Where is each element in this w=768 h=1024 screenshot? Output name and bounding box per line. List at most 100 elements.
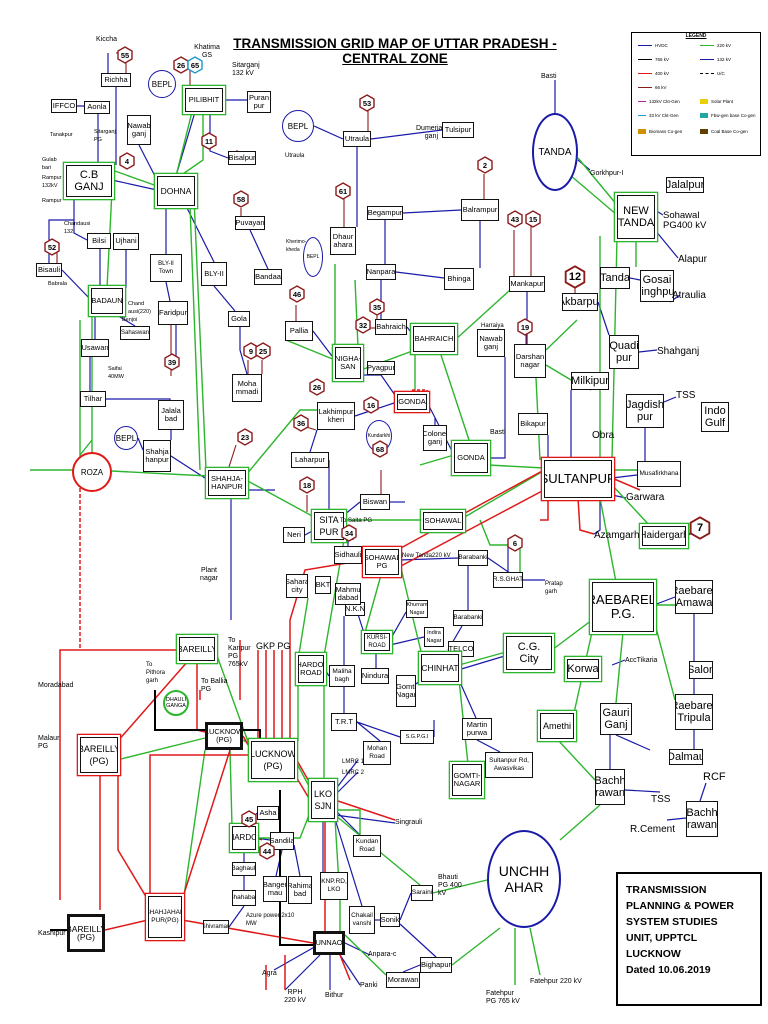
node-gomtinagar-1[interactable]: Gomti Nagar [396, 675, 416, 707]
node-gola[interactable]: Gola [228, 311, 250, 327]
node-shahjahanpur-2[interactable]: SHAHJA-HANPUR [208, 470, 246, 496]
node-bareilly-1[interactable]: BAREILLY [179, 637, 215, 661]
node-bilsi[interactable]: Bilsi [87, 233, 111, 249]
node-mohammadi[interactable]: Moha mmadi [232, 374, 262, 402]
node-martinpurwa[interactable]: Martin purwa [462, 718, 492, 740]
node-lucknow-pg-2[interactable]: LUCKNOW (PG) [251, 741, 295, 779]
node-bepl-1[interactable]: BEPL [148, 70, 176, 98]
node-unnao[interactable]: UNNAO [313, 931, 345, 955]
node-morawan[interactable]: Morawan [386, 972, 420, 988]
node-barabanki-1[interactable]: Barabanki [458, 550, 488, 566]
node-jalalabad[interactable]: Jalala bad [158, 400, 184, 430]
node-dohna[interactable]: DOHNA [157, 176, 195, 206]
node-gonda-1[interactable]: GONDA [397, 394, 427, 410]
node-indogulf[interactable]: Indo Gulf [701, 402, 729, 432]
node-musafirkhana[interactable]: Musafirkhana [637, 461, 681, 487]
node-bisauli[interactable]: Bisauli [36, 263, 62, 277]
node-raebareli-tripula[interactable]: Raebareli Tripula [675, 694, 713, 730]
node-tilhar[interactable]: Tilhar [80, 391, 106, 407]
node-rahimabad[interactable]: Rahima bad [288, 876, 312, 904]
node-salon[interactable]: Salon [689, 661, 713, 679]
node-lucknow-pg-1[interactable]: LUCKNOW (PG) [205, 722, 243, 750]
node-lakhimpur[interactable]: Lakhimpur kheri [317, 402, 355, 430]
node-gonda-2[interactable]: GONDA [454, 443, 488, 473]
node-richha[interactable]: Richha [101, 73, 131, 87]
node-sandila[interactable]: Sandila [270, 832, 294, 850]
node-jagdishpur[interactable]: Jagdish pur [626, 394, 664, 428]
node-badaun[interactable]: BADAUN [91, 288, 123, 314]
node-sultanpur-rd[interactable]: Sultanpur Rd, Awasvikas [485, 752, 533, 778]
node-hardoi[interactable]: HARDOI [232, 826, 256, 850]
node-bareilly-pg-1[interactable]: BAREILLY (PG) [80, 737, 118, 773]
node-sidhauli[interactable]: Sidhauli [334, 546, 362, 564]
node-sahaswan[interactable]: Sahaswan [120, 326, 150, 340]
node-faridpur[interactable]: Faridpur [158, 301, 188, 325]
node-nighasan[interactable]: NIGHA-SAN [335, 347, 361, 379]
node-indiranagar[interactable]: Indira Nagar [424, 627, 444, 647]
node-dalmau[interactable]: Dalmau [669, 749, 703, 765]
node-aonla[interactable]: Aonla [84, 101, 110, 114]
node-raebareli-amawa[interactable]: Raebareli Amawa [675, 580, 713, 614]
node-barabanki-2[interactable]: Barabanki [453, 610, 483, 626]
node-bareilly-pg-2[interactable]: BAREILLY (PG) [67, 914, 105, 952]
node-bikapur[interactable]: Bikapur [518, 413, 548, 435]
node-hardoi-road[interactable]: HARDOI ROAD [298, 655, 324, 683]
node-tanda-2[interactable]: Tanda [600, 267, 630, 289]
node-payagpur[interactable]: Pyagpur [367, 361, 395, 375]
node-sultanpur[interactable]: SULTANPUR [544, 460, 612, 498]
node-bepl-3[interactable]: BEPL [282, 110, 314, 142]
node-bhinga[interactable]: Bhinga [444, 268, 474, 290]
node-akbarpur[interactable]: Akbarpur [562, 293, 598, 311]
node-jalalpur[interactable]: Jalalpur [666, 177, 704, 193]
node-unchhahar[interactable]: UNCHH AHAR [487, 830, 561, 928]
node-puranpur[interactable]: Puran pur [247, 91, 271, 113]
node-bachhrawan-1[interactable]: Bachh rawan [595, 769, 625, 805]
node-chakaivanshi[interactable]: Chakail vanshi [349, 906, 375, 934]
node-bangermau[interactable]: Banger mau [263, 876, 287, 902]
node-haidergarh[interactable]: Haidergarh [642, 526, 686, 546]
node-baghauli[interactable]: Baghauli [232, 862, 256, 876]
node-new-tanda[interactable]: NEW TANDA [617, 195, 655, 239]
node-shivramau[interactable]: Shivramau [203, 920, 229, 934]
node-nanpara[interactable]: Nanpara [366, 264, 396, 280]
node-kursiroad[interactable]: KURSI-ROAD [364, 633, 390, 651]
node-sgpgi[interactable]: S.G.P.G.I [400, 730, 434, 744]
node-bahraich-1[interactable]: Bahraich [375, 319, 407, 335]
node-telco[interactable]: TELCO [448, 641, 474, 657]
node-sohawal-pg[interactable]: SOHAWAL PG [365, 549, 399, 575]
node-pallia[interactable]: Pallia [285, 321, 313, 341]
node-korwa[interactable]: Korwa [567, 659, 599, 679]
node-bahraich-2[interactable]: BAHRAICH [413, 326, 455, 352]
node-utraula[interactable]: Utraula [343, 131, 371, 147]
node-bly-ii[interactable]: BLY-II [201, 262, 227, 286]
node-quadipur[interactable]: Quadi pur [609, 335, 639, 369]
node-kundanroad[interactable]: Kundan Road [353, 835, 381, 857]
node-pilibhit[interactable]: PILIBHIT [185, 88, 223, 112]
node-chinhat[interactable]: CHINHAT [421, 654, 459, 682]
node-biswan[interactable]: Biswan [360, 494, 390, 510]
node-tulsipur[interactable]: Tulsipur [442, 122, 474, 138]
node-cg-city[interactable]: C.G. City [506, 636, 552, 670]
node-bkt[interactable]: BKT [315, 576, 331, 594]
node-amethi[interactable]: Amethi [540, 713, 574, 739]
node-lko-sjn[interactable]: LKO SJN [311, 781, 335, 819]
node-puvayan[interactable]: Puvayan [235, 216, 265, 230]
node-bandaa[interactable]: Bandaa [254, 269, 282, 285]
node-begampur[interactable]: Begampur [367, 206, 403, 220]
node-neri[interactable]: Neri [283, 527, 305, 543]
node-mohanroad[interactable]: Mohan Road [363, 741, 391, 765]
node-bepl-4[interactable]: BEPL [303, 237, 323, 277]
node-sonik[interactable]: Sonik [380, 913, 400, 927]
node-asha[interactable]: Asha [257, 806, 279, 820]
node-bisalpur[interactable]: Bisalpur [228, 151, 256, 165]
node-iffco[interactable]: IFFCO [51, 99, 77, 113]
node-nindura[interactable]: Nindura [361, 668, 389, 684]
node-milkipur[interactable]: Milkipur [571, 372, 609, 390]
node-bighapur[interactable]: Bighapur [420, 957, 452, 973]
node-mahmudabad[interactable]: Mahmu dabad [335, 583, 361, 605]
node-darshannagar[interactable]: Darshan nagar [514, 344, 546, 378]
node-trt[interactable]: T.R.T [331, 713, 357, 731]
node-mankapur[interactable]: Mankapur [509, 276, 545, 292]
node-gosaisinghpur[interactable]: Gosai singhpur [640, 270, 674, 302]
node-saraini[interactable]: Saraini [411, 885, 433, 901]
